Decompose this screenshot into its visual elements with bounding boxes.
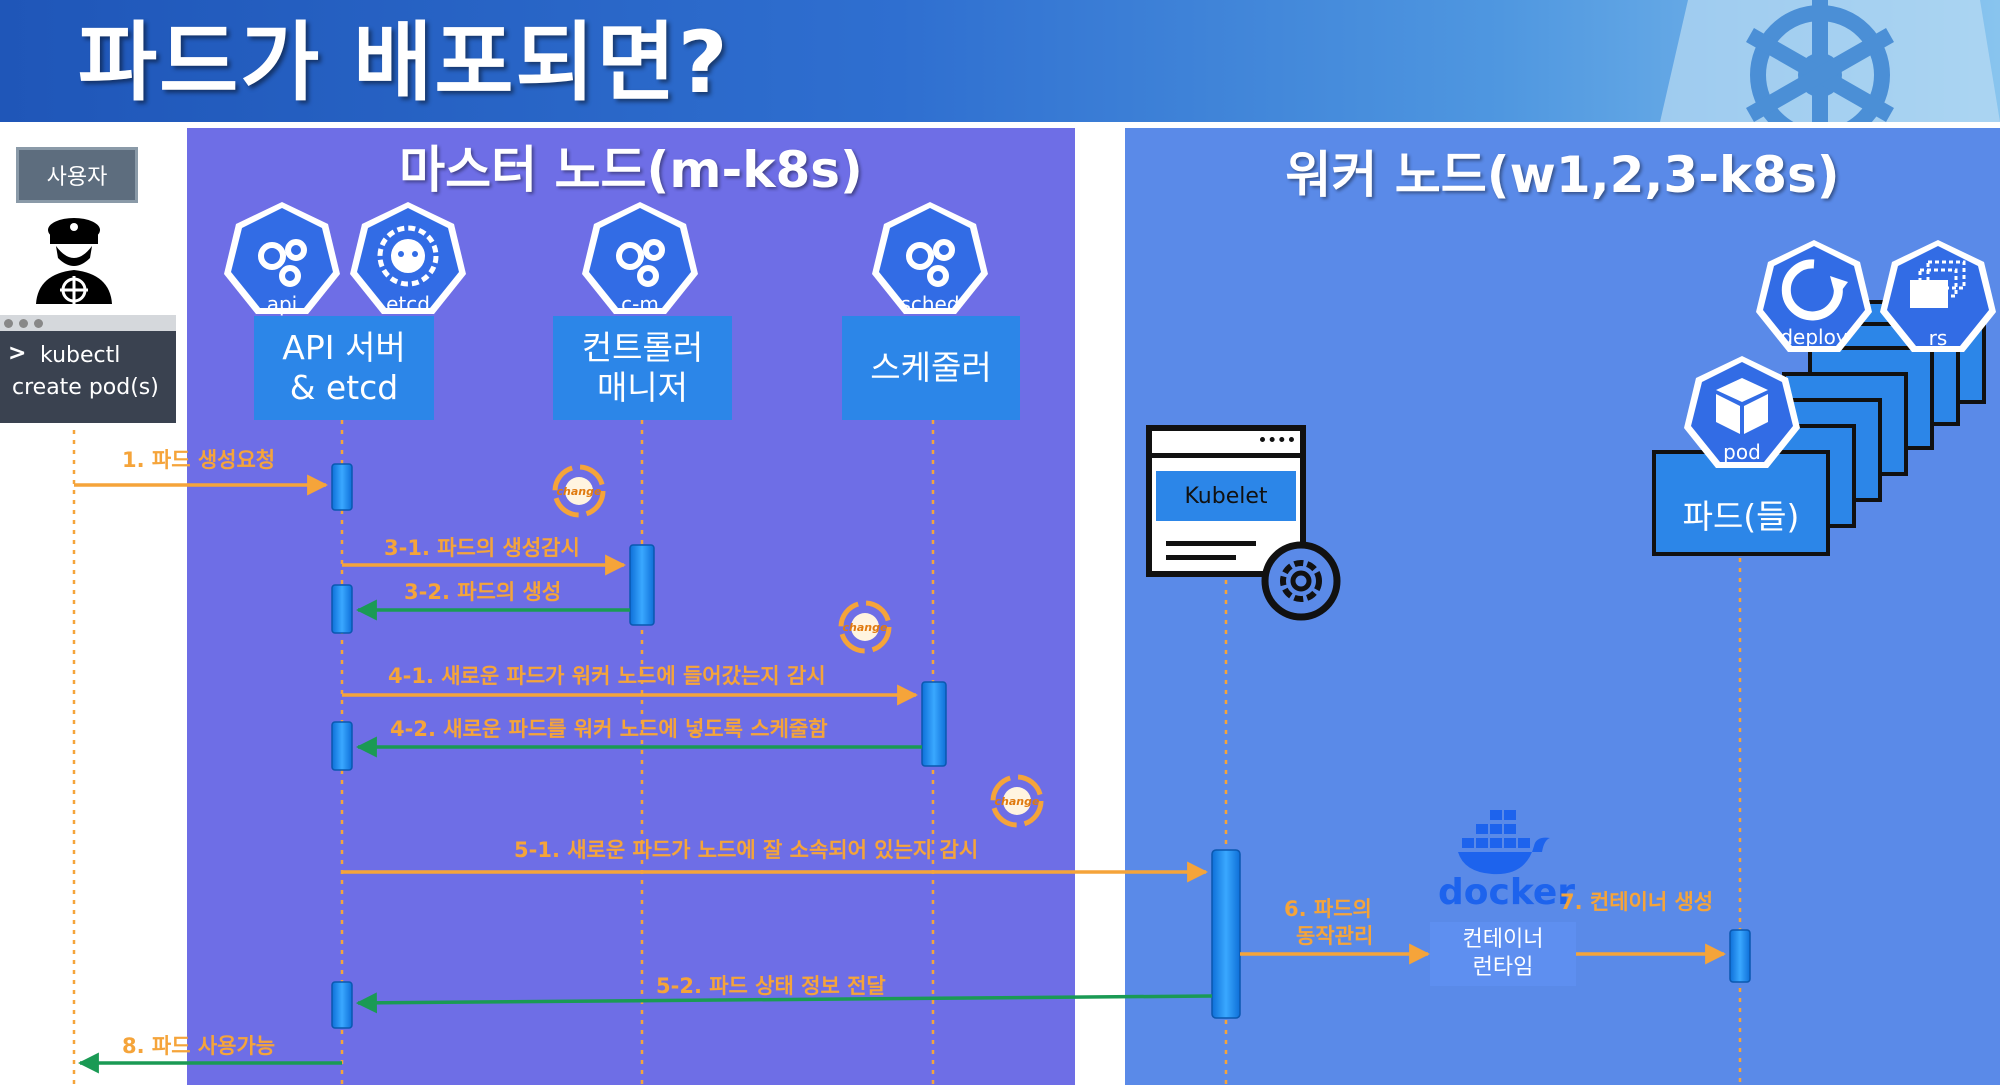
api-gear-icon bbox=[224, 202, 340, 314]
deploy-icon bbox=[1756, 240, 1872, 352]
docker-whale-icon bbox=[1458, 810, 1550, 875]
cm-box-line2: 매니저 bbox=[596, 368, 689, 407]
cm-box-line1: 컨트롤러 bbox=[581, 328, 704, 367]
master-node-title: 마스터 노드(m-k8s) bbox=[399, 141, 863, 199]
sched-icon-label: sched bbox=[900, 292, 960, 316]
kubelet-titlebar bbox=[1152, 431, 1300, 458]
user-badge: 사용자 bbox=[16, 147, 138, 203]
step7-label: 7. 컨테이너 생성 bbox=[1560, 890, 1714, 914]
sched-box-line1: 스케줄러 bbox=[870, 348, 992, 387]
user-captain-icon bbox=[36, 218, 112, 304]
prompt-chevron-icon: > bbox=[8, 341, 27, 366]
step5-2-label: 5-2. 파드 상태 정보 전달 bbox=[656, 974, 886, 998]
change-cycle-icon: change bbox=[838, 600, 892, 654]
step3-2-label: 3-2. 파드의 생성 bbox=[404, 580, 562, 604]
page-title: 파드가 배포되면? bbox=[78, 13, 730, 113]
pods-box: 파드(들) bbox=[1652, 450, 1830, 556]
controller-manager-gear-icon bbox=[582, 202, 698, 314]
change-cycle-icon: change bbox=[552, 464, 606, 518]
activation-bars bbox=[331, 463, 1751, 1029]
step1-label: 1. 파드 생성요청 bbox=[122, 448, 276, 472]
rs-icon-label: rs bbox=[1928, 326, 1948, 350]
api-server-box: API 서버& etcd bbox=[254, 316, 434, 420]
etcd-icon-label: etcd bbox=[386, 292, 430, 316]
api-icon-label: api bbox=[266, 292, 298, 316]
change-badge-text: change bbox=[995, 795, 1040, 808]
terminal-titlebar bbox=[0, 315, 176, 331]
settings-gear-icon bbox=[1261, 541, 1341, 621]
api-box-line2: & etcd bbox=[289, 368, 399, 407]
scheduler-box: 스케줄러 bbox=[842, 316, 1020, 420]
step4-1-label: 4-1. 새로운 파드가 워커 노드에 들어갔는지 감시 bbox=[388, 664, 826, 688]
terminal-command-line1: kubectl bbox=[40, 343, 121, 368]
cm-icon-label: c-m bbox=[621, 292, 659, 316]
step4-2-label: 4-2. 새로운 파드를 워커 노드에 넣도록 스케줄함 bbox=[390, 717, 828, 741]
deploy-icon-label: deploy bbox=[1780, 325, 1848, 349]
scheduler-gear-icon bbox=[872, 202, 988, 314]
api-box-line1: API 서버 bbox=[282, 328, 406, 367]
change-cycle-icon: change bbox=[990, 774, 1044, 828]
terminal-command-line2: create pod(s) bbox=[12, 375, 159, 400]
replicaset-icon bbox=[1880, 240, 1996, 352]
kubelet-label: Kubelet bbox=[1156, 471, 1296, 521]
step6-label-line1: 6. 파드의 bbox=[1284, 897, 1372, 921]
arrow-step5-2 bbox=[355, 992, 1213, 1014]
docker-wordmark: docker bbox=[1438, 872, 1575, 913]
etcd-icon bbox=[350, 202, 466, 314]
runtime-line1: 컨테이너 bbox=[1462, 927, 1544, 952]
step6-label-line2: 동작관리 bbox=[1296, 924, 1374, 948]
pod-cube-icon bbox=[1684, 356, 1800, 468]
terminal-window: > kubectl create pod(s) bbox=[0, 315, 176, 423]
change-badge-text: change bbox=[843, 621, 888, 634]
step3-1-label: 3-1. 파드의 생성감시 bbox=[384, 536, 580, 560]
kubernetes-helm-icon bbox=[1660, 0, 2000, 122]
worker-node-title: 워커 노드(w1,2,3-k8s) bbox=[1285, 146, 1840, 204]
runtime-line2: 런타임 bbox=[1472, 955, 1534, 980]
step8-label: 8. 파드 사용가능 bbox=[122, 1034, 276, 1058]
step5-1-label: 5-1. 새로운 파드가 노드에 잘 소속되어 있는지 감시 bbox=[514, 838, 979, 862]
pod-icon-label: pod bbox=[1723, 440, 1761, 464]
change-badge-text: change bbox=[557, 485, 602, 498]
